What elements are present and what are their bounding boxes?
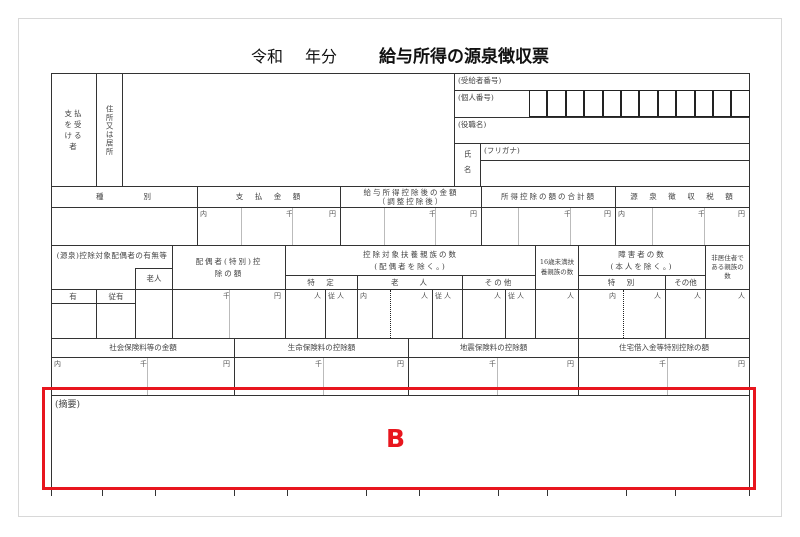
my-number-digit-box[interactable] xyxy=(621,90,640,117)
other-sub-field[interactable]: 従人 xyxy=(505,289,536,339)
deductions-total-header: 所得控除の額の合計額 xyxy=(481,186,616,208)
housing-loan-header: 住宅借入金等特別控除の額 xyxy=(578,338,750,358)
withholding-field[interactable]: 内千円 xyxy=(615,207,750,246)
name-label: 氏名 xyxy=(454,143,481,187)
payment-field[interactable]: 内千円 xyxy=(197,207,341,246)
elderly-dependents-header: 老 人 xyxy=(357,275,463,290)
under16-field[interactable]: 人 xyxy=(535,289,579,339)
my-number-digit-box[interactable] xyxy=(565,90,585,117)
my-number-digit-box[interactable] xyxy=(602,90,621,117)
form-card xyxy=(18,18,782,517)
under16-header: 16歳未満扶養親族の数 xyxy=(535,245,579,290)
address-field[interactable] xyxy=(122,73,455,187)
spouse-elderly-field[interactable] xyxy=(135,289,173,339)
disabled-header: 障害者の数(本人を除く。) xyxy=(578,245,706,276)
life-insurance-header: 生命保険料の控除額 xyxy=(234,338,409,358)
my-number-digit-box[interactable] xyxy=(584,90,603,117)
annotation-label: B xyxy=(386,424,406,453)
withholding-header: 源 泉 徴 収 税 額 xyxy=(615,186,750,208)
spouse-special-field[interactable]: 千円 xyxy=(172,289,286,339)
furigana-field[interactable]: (フリガナ) xyxy=(480,143,750,161)
sub-have-header: 従有 xyxy=(96,289,136,304)
dependents-header: 控除対象扶養親族の数(配偶者を除く。) xyxy=(285,245,536,276)
my-number-digit-box[interactable] xyxy=(713,90,732,117)
earthquake-insurance-header: 地震保険料の控除額 xyxy=(408,338,579,358)
recipient-number-field[interactable]: (受給者番号) xyxy=(454,73,750,91)
spouse-special-header: 配偶者(特別)控除の額 xyxy=(172,245,286,290)
type-header: 種 別 xyxy=(51,186,198,208)
my-number-digit-box[interactable] xyxy=(547,90,566,117)
highlight-box-b xyxy=(42,387,756,490)
my-number-digit-box[interactable] xyxy=(694,90,713,117)
my-number-digit-box[interactable] xyxy=(639,90,658,117)
elderly-sub-field[interactable]: 従人 xyxy=(432,289,463,339)
my-number-digit-box[interactable] xyxy=(731,90,750,117)
have-header: 有 xyxy=(51,289,97,304)
special-disabled-header: 特 別 xyxy=(578,275,666,290)
my-number-digit-box[interactable] xyxy=(529,90,548,117)
have-field[interactable] xyxy=(51,303,97,339)
nonresident-header: 非居住者である親族の数 xyxy=(705,245,750,290)
type-field[interactable] xyxy=(51,207,198,246)
after-deduction-field[interactable]: 千円 xyxy=(340,207,482,246)
specific-field[interactable]: 人 xyxy=(285,289,326,339)
specific-header: 特 定 xyxy=(285,275,358,290)
payment-header: 支 払 金 額 xyxy=(197,186,341,208)
social-insurance-header: 社会保険料等の金額 xyxy=(51,338,235,358)
page-title: 令和年分給与所得の源泉徴収票 xyxy=(250,47,550,67)
other-disabled-header: その他 xyxy=(665,275,706,290)
special-disabled-field[interactable]: 内人 xyxy=(578,289,666,339)
my-number-digit-box[interactable] xyxy=(657,90,677,117)
after-deduction-header: 給与所得控除後の金額（調整控除後） xyxy=(340,186,482,208)
spouse-elderly-header: 老人 xyxy=(135,268,173,290)
other-disabled-field[interactable]: 人 xyxy=(665,289,706,339)
address-label: 住所又は居所 xyxy=(96,73,123,187)
specific-sub-field[interactable]: 従人 xyxy=(325,289,358,339)
other-dependents-header: その他 xyxy=(462,275,536,290)
recipient-label: 支払を受ける者 xyxy=(51,73,97,187)
other-field[interactable]: 人 xyxy=(462,289,506,339)
position-field[interactable]: (役職名) xyxy=(454,117,750,144)
nonresident-field[interactable]: 人 xyxy=(705,289,750,339)
my-number-digit-box[interactable] xyxy=(676,90,695,117)
sub-have-field[interactable] xyxy=(96,303,136,339)
elderly-field[interactable]: 内人 xyxy=(357,289,433,339)
name-field[interactable] xyxy=(480,160,750,187)
deductions-total-field[interactable]: 千円 xyxy=(481,207,616,246)
